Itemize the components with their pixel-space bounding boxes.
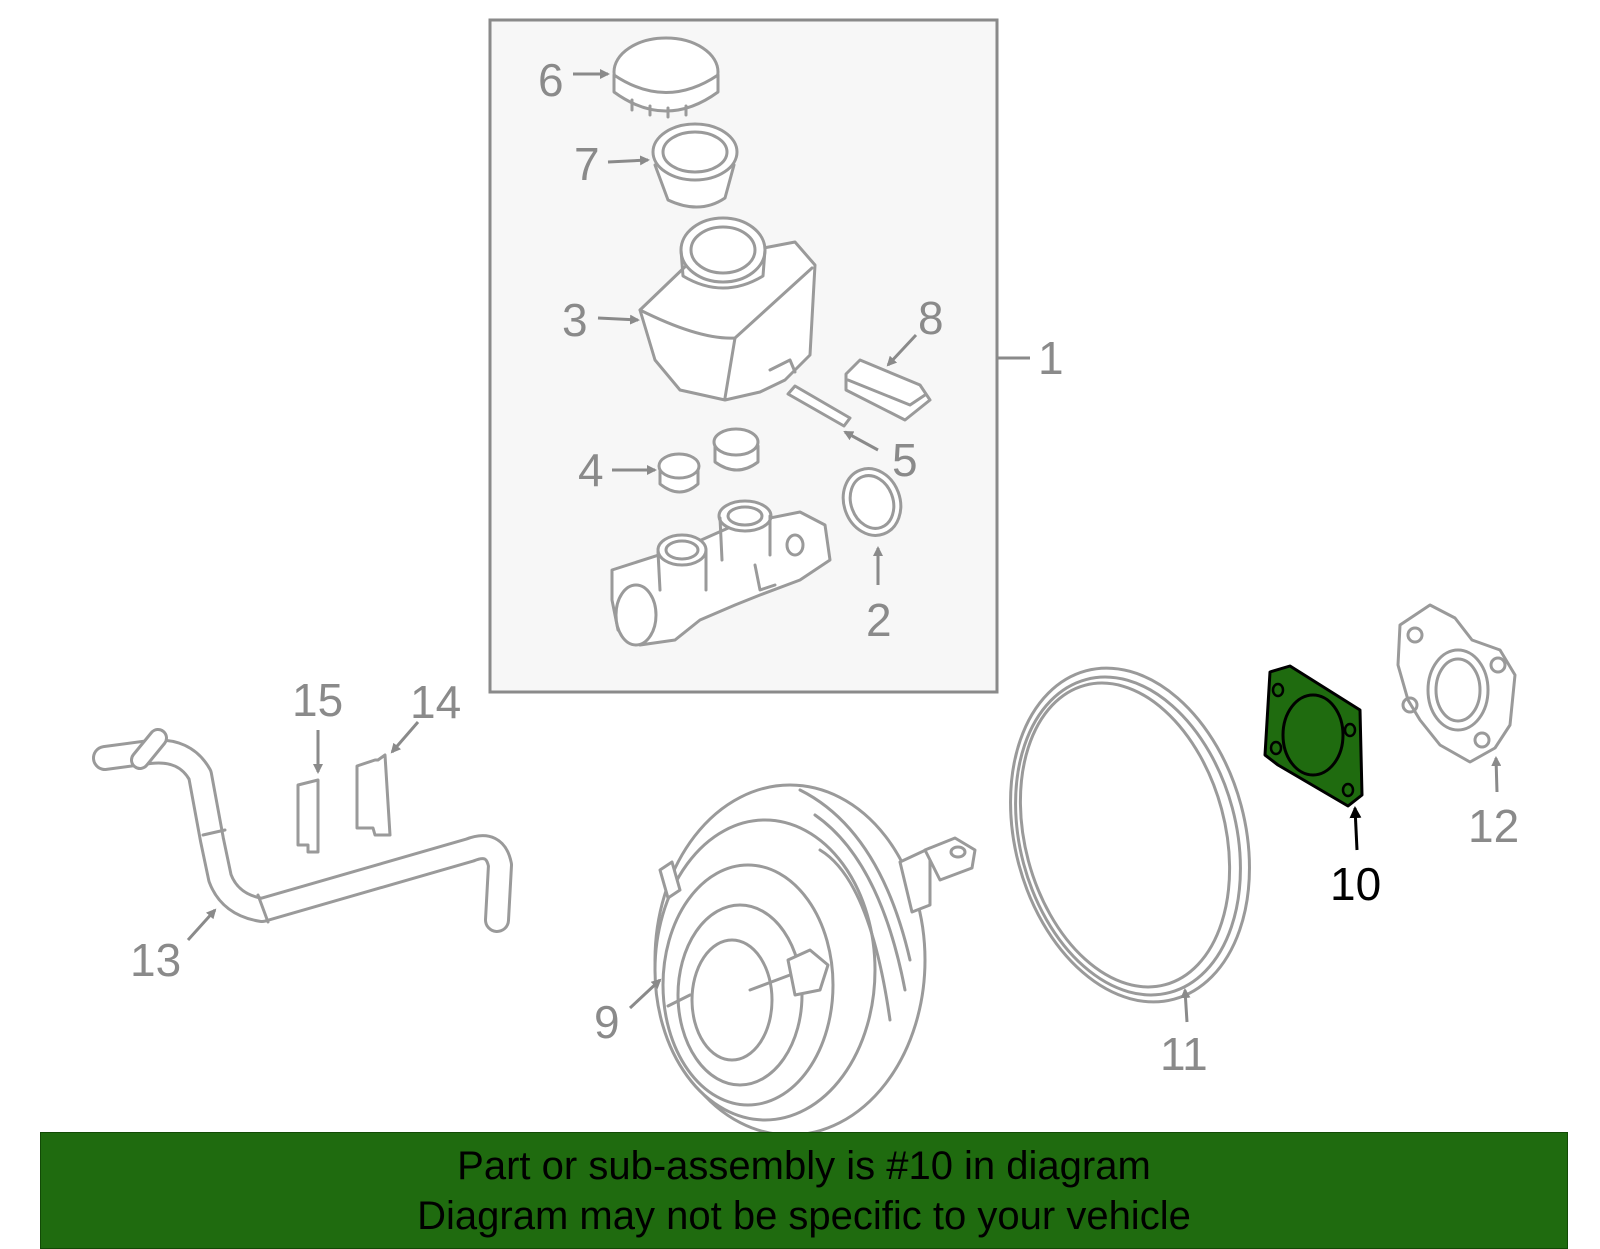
part-4-grommet[interactable] — [657, 452, 701, 494]
leader-9 — [628, 978, 662, 1010]
callout-2: 2 — [866, 594, 892, 646]
callout-15: 15 — [292, 674, 343, 726]
part-5-pin[interactable] — [786, 384, 852, 428]
part-10-gasket-highlighted[interactable] — [1263, 664, 1364, 808]
leader-12 — [1491, 756, 1502, 793]
callout-1: 1 — [1038, 332, 1064, 384]
leader-5 — [843, 430, 879, 452]
part-13-vacuum-hose[interactable] — [92, 728, 513, 933]
part-7-strainer[interactable] — [651, 122, 739, 209]
leader-lines — [186, 69, 1502, 1023]
leader-14 — [390, 721, 420, 754]
callout-4: 4 — [578, 444, 604, 496]
leader-10 — [1349, 806, 1362, 851]
callout-9: 9 — [594, 996, 620, 1048]
part-9-brake-booster[interactable] — [653, 783, 977, 1137]
callout-11: 11 — [1160, 1028, 1208, 1080]
callout-8: 8 — [918, 292, 944, 344]
banner-line-2: Diagram may not be specific to your vehi… — [417, 1194, 1191, 1238]
callout-14: 14 — [410, 676, 461, 728]
leader-8 — [886, 333, 918, 367]
part-2-o-ring[interactable] — [834, 460, 910, 543]
banner-line-1: Part or sub-assembly is #10 in diagram — [457, 1144, 1151, 1188]
callout-6: 6 — [538, 54, 564, 106]
part-3-reservoir[interactable] — [638, 216, 817, 402]
part-4-grommet-b[interactable] — [712, 427, 760, 472]
part-12-flange[interactable] — [1396, 603, 1517, 764]
callout-5: 5 — [892, 434, 918, 486]
leader-13 — [186, 908, 217, 942]
callout-13: 13 — [130, 934, 181, 986]
callout-7: 7 — [574, 138, 600, 190]
part-6-reservoir-cap[interactable] — [612, 36, 720, 119]
leader-3 — [597, 314, 640, 325]
part-14-clip[interactable] — [355, 753, 392, 837]
leader-11 — [1180, 988, 1191, 1023]
master-cylinder-body[interactable] — [610, 499, 832, 647]
part-11-seal-ring[interactable] — [975, 641, 1285, 1029]
callout-10: 10 — [1330, 858, 1381, 910]
part-15-clip[interactable] — [296, 778, 320, 854]
callout-3: 3 — [562, 294, 588, 346]
callout-12: 12 — [1468, 800, 1519, 852]
part-8-seal[interactable] — [844, 358, 932, 422]
leader-7 — [607, 155, 650, 166]
info-banner: Part or sub-assembly is #10 in diagram D… — [40, 1132, 1568, 1249]
callout-labels: 1 2 3 4 5 6 7 8 9 10 11 12 13 14 15 — [130, 54, 1519, 1080]
